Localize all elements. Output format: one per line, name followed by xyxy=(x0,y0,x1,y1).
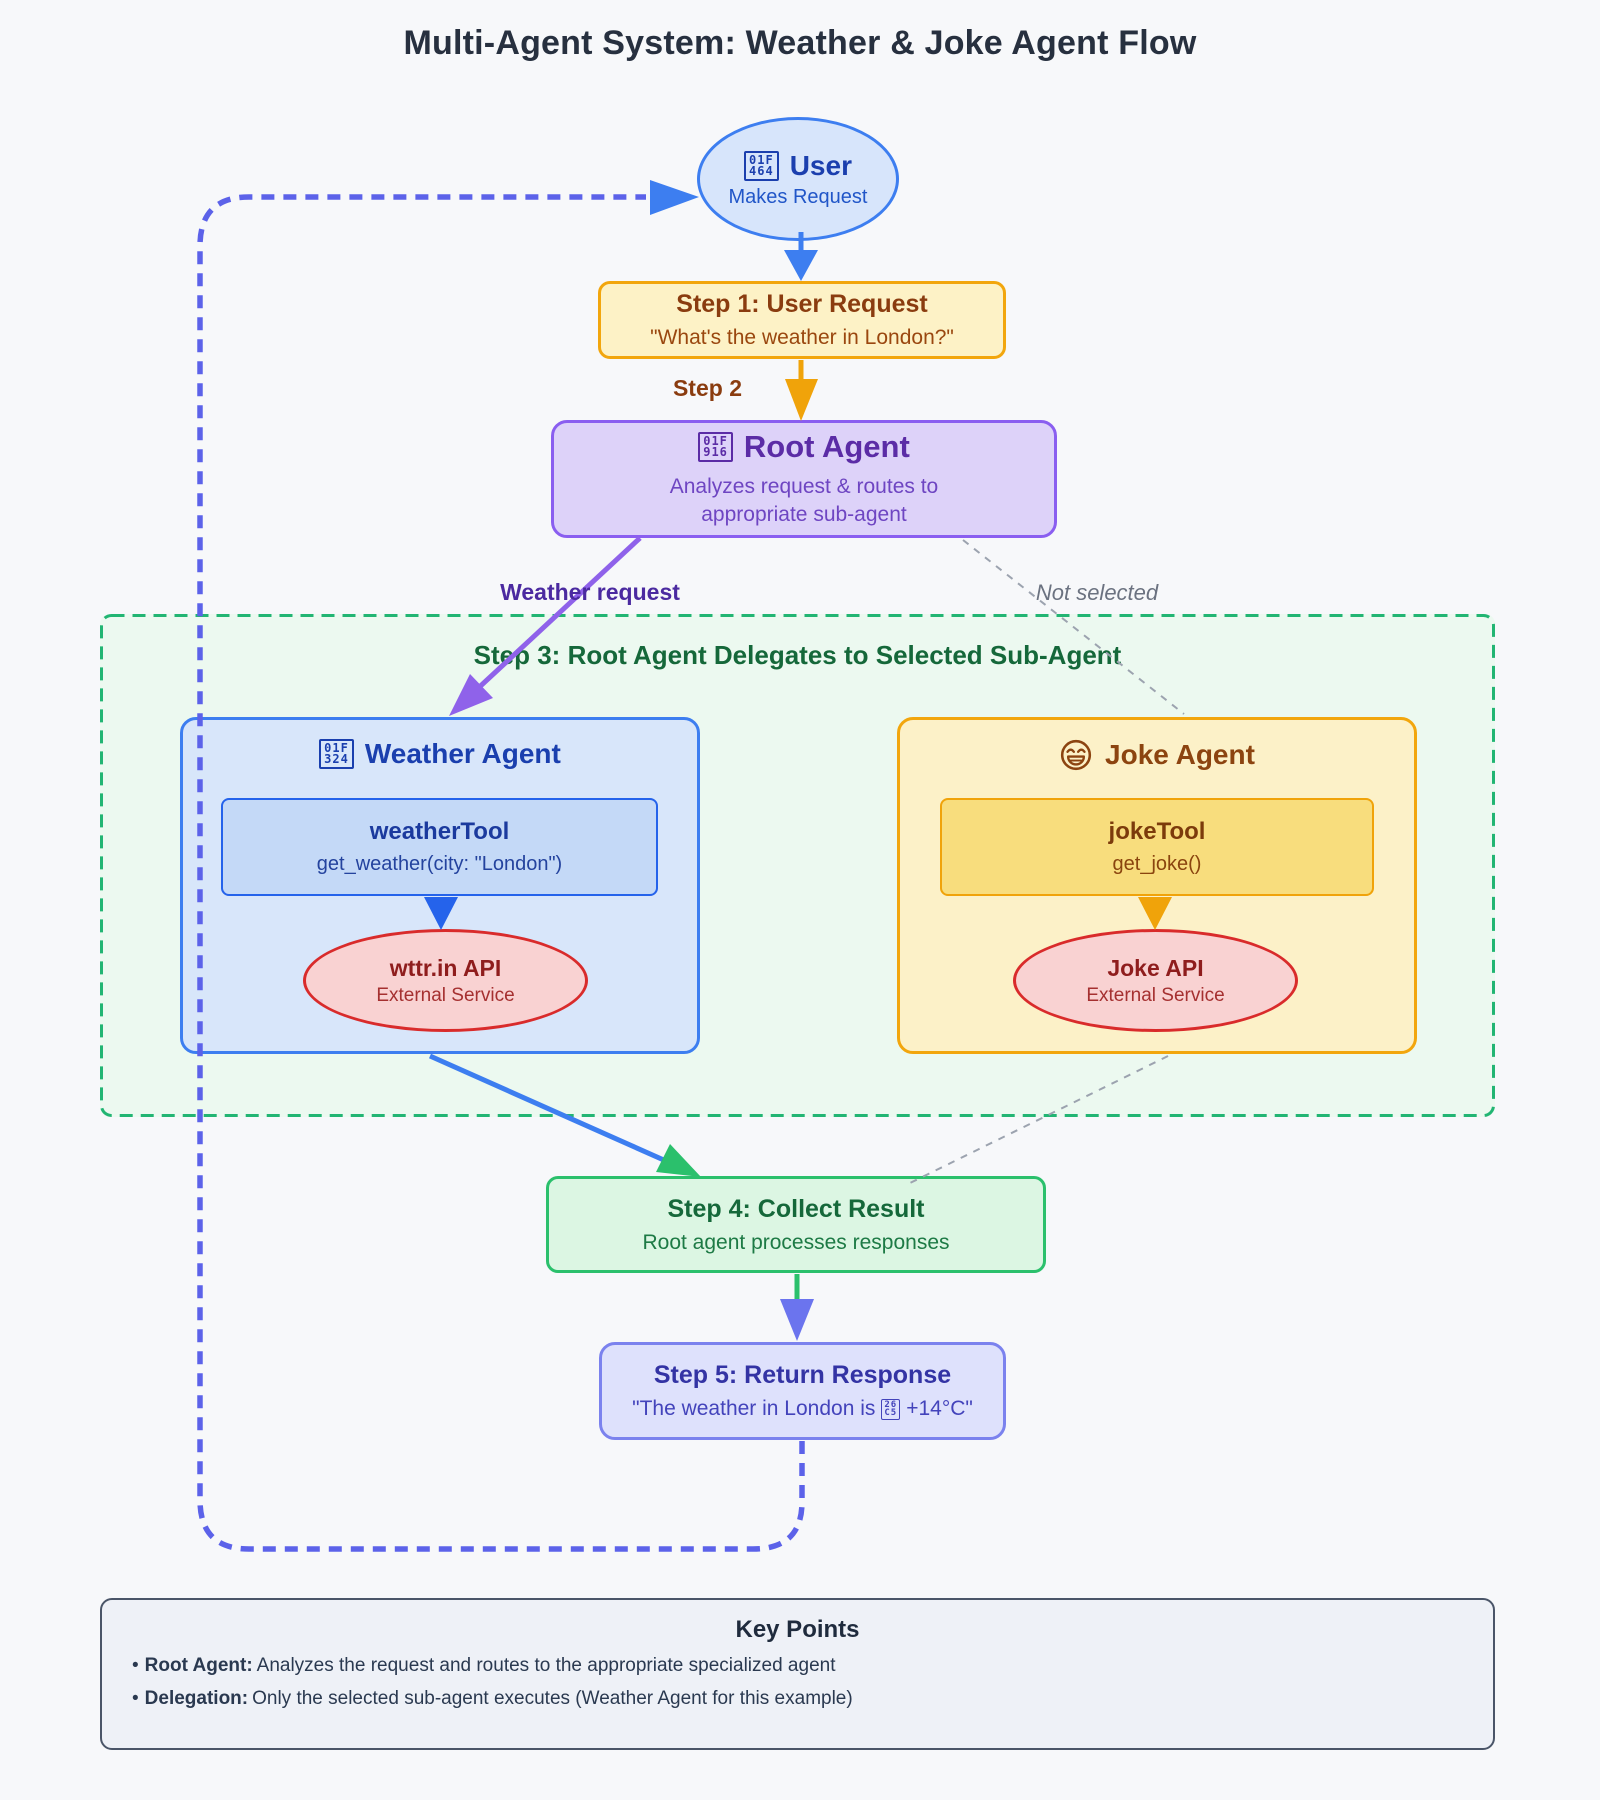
step1-user-request-box: Step 1: User Request "What's the weather… xyxy=(598,281,1006,359)
key-points-box: Key Points •Root Agent:Analyzes the requ… xyxy=(100,1598,1495,1750)
wttr-api-type: External Service xyxy=(376,984,515,1006)
edge-weather-to-step4-arrowhead xyxy=(656,1144,701,1177)
edge-label-not-selected: Not selected xyxy=(1035,580,1159,605)
edge-label-weather-request: Weather request xyxy=(500,579,680,605)
key-point-delegation: •Delegation:Only the selected sub-agent … xyxy=(132,1688,853,1709)
joke-tool-box: jokeTool get_joke() xyxy=(940,798,1374,896)
step3-container-title: Step 3: Root Agent Delegates to Selected… xyxy=(473,640,1122,670)
weather-tool-name: weatherTool xyxy=(369,818,510,845)
joke-tool-name: jokeTool xyxy=(1108,818,1206,845)
step1-title: Step 1: User Request xyxy=(676,290,928,318)
key-points-title: Key Points xyxy=(735,1616,860,1643)
joke-api-name: Joke API xyxy=(1107,954,1204,981)
wttr-api-name: wttr.in API xyxy=(389,954,502,981)
weather-tool-signature: get_weather(city: "London") xyxy=(316,853,563,875)
joke-api-type: External Service xyxy=(1086,984,1225,1006)
diagram-title: Multi-Agent System: Weather & Joke Agent… xyxy=(403,24,1197,62)
edge-label-step2: Step 2 xyxy=(672,375,742,401)
step1-subtitle: "What's the weather in London?" xyxy=(650,326,954,349)
step4-title: Step 4: Collect Result xyxy=(667,1194,925,1223)
weather-tool-box: weatherTool get_weather(city: "London") xyxy=(221,798,658,896)
joke-api-node: Joke API External Service xyxy=(1013,929,1298,1032)
joke-tool-signature: get_joke() xyxy=(1112,853,1202,875)
edge-step4-to-step5-arrowhead xyxy=(780,1299,814,1341)
key-point-root-agent: •Root Agent:Analyzes the request and rou… xyxy=(132,1655,836,1676)
step4-collect-result-box: Step 4: Collect Result Root agent proces… xyxy=(546,1176,1046,1273)
joke-agent-title: Joke Agent xyxy=(1059,738,1255,772)
root-agent-subtitle: Analyzes request & routes to appropriate… xyxy=(669,475,939,526)
user-node-subtitle: Makes Request xyxy=(728,185,868,208)
step4-subtitle: Root agent processes responses xyxy=(642,1230,950,1254)
grinning-face-icon xyxy=(1059,738,1093,772)
edge-user-to-step1-arrowhead xyxy=(784,250,818,281)
step5-return-response-box: Step 5: Return Response "The weather in … xyxy=(599,1342,1006,1440)
step5-title: Step 5: Return Response xyxy=(653,1361,952,1389)
wttr-api-node: wttr.in API External Service xyxy=(303,929,588,1032)
edge-loop-to-user-arrowhead xyxy=(650,180,699,215)
edge-step1-to-root-arrowhead xyxy=(785,379,818,421)
